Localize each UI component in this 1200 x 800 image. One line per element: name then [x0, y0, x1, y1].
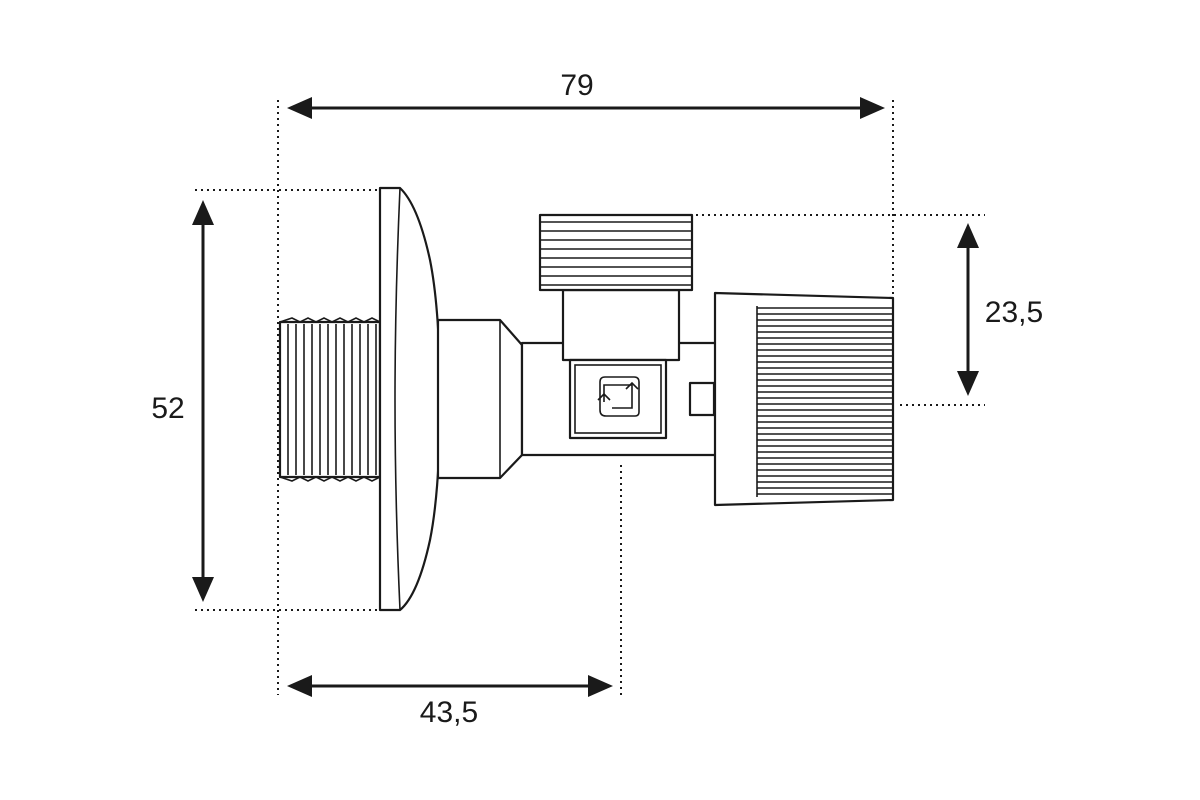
valve-body	[436, 288, 719, 480]
outlet-thread	[538, 213, 694, 292]
inlet-thread	[278, 317, 382, 482]
label-outlet-offset: 23,5	[985, 296, 1043, 329]
dimension-inlet-to-outlet	[287, 675, 613, 697]
extension-lines	[195, 100, 985, 695]
dimension-outlet-offset	[957, 223, 979, 396]
label-inlet-to-outlet: 43,5	[420, 696, 478, 729]
label-overall-length: 79	[560, 69, 593, 102]
label-flange-height: 52	[151, 392, 184, 425]
dimension-overall-length	[287, 97, 885, 119]
valve-handle	[713, 291, 895, 507]
wall-flange	[378, 186, 442, 612]
dimension-flange-height	[192, 200, 214, 602]
